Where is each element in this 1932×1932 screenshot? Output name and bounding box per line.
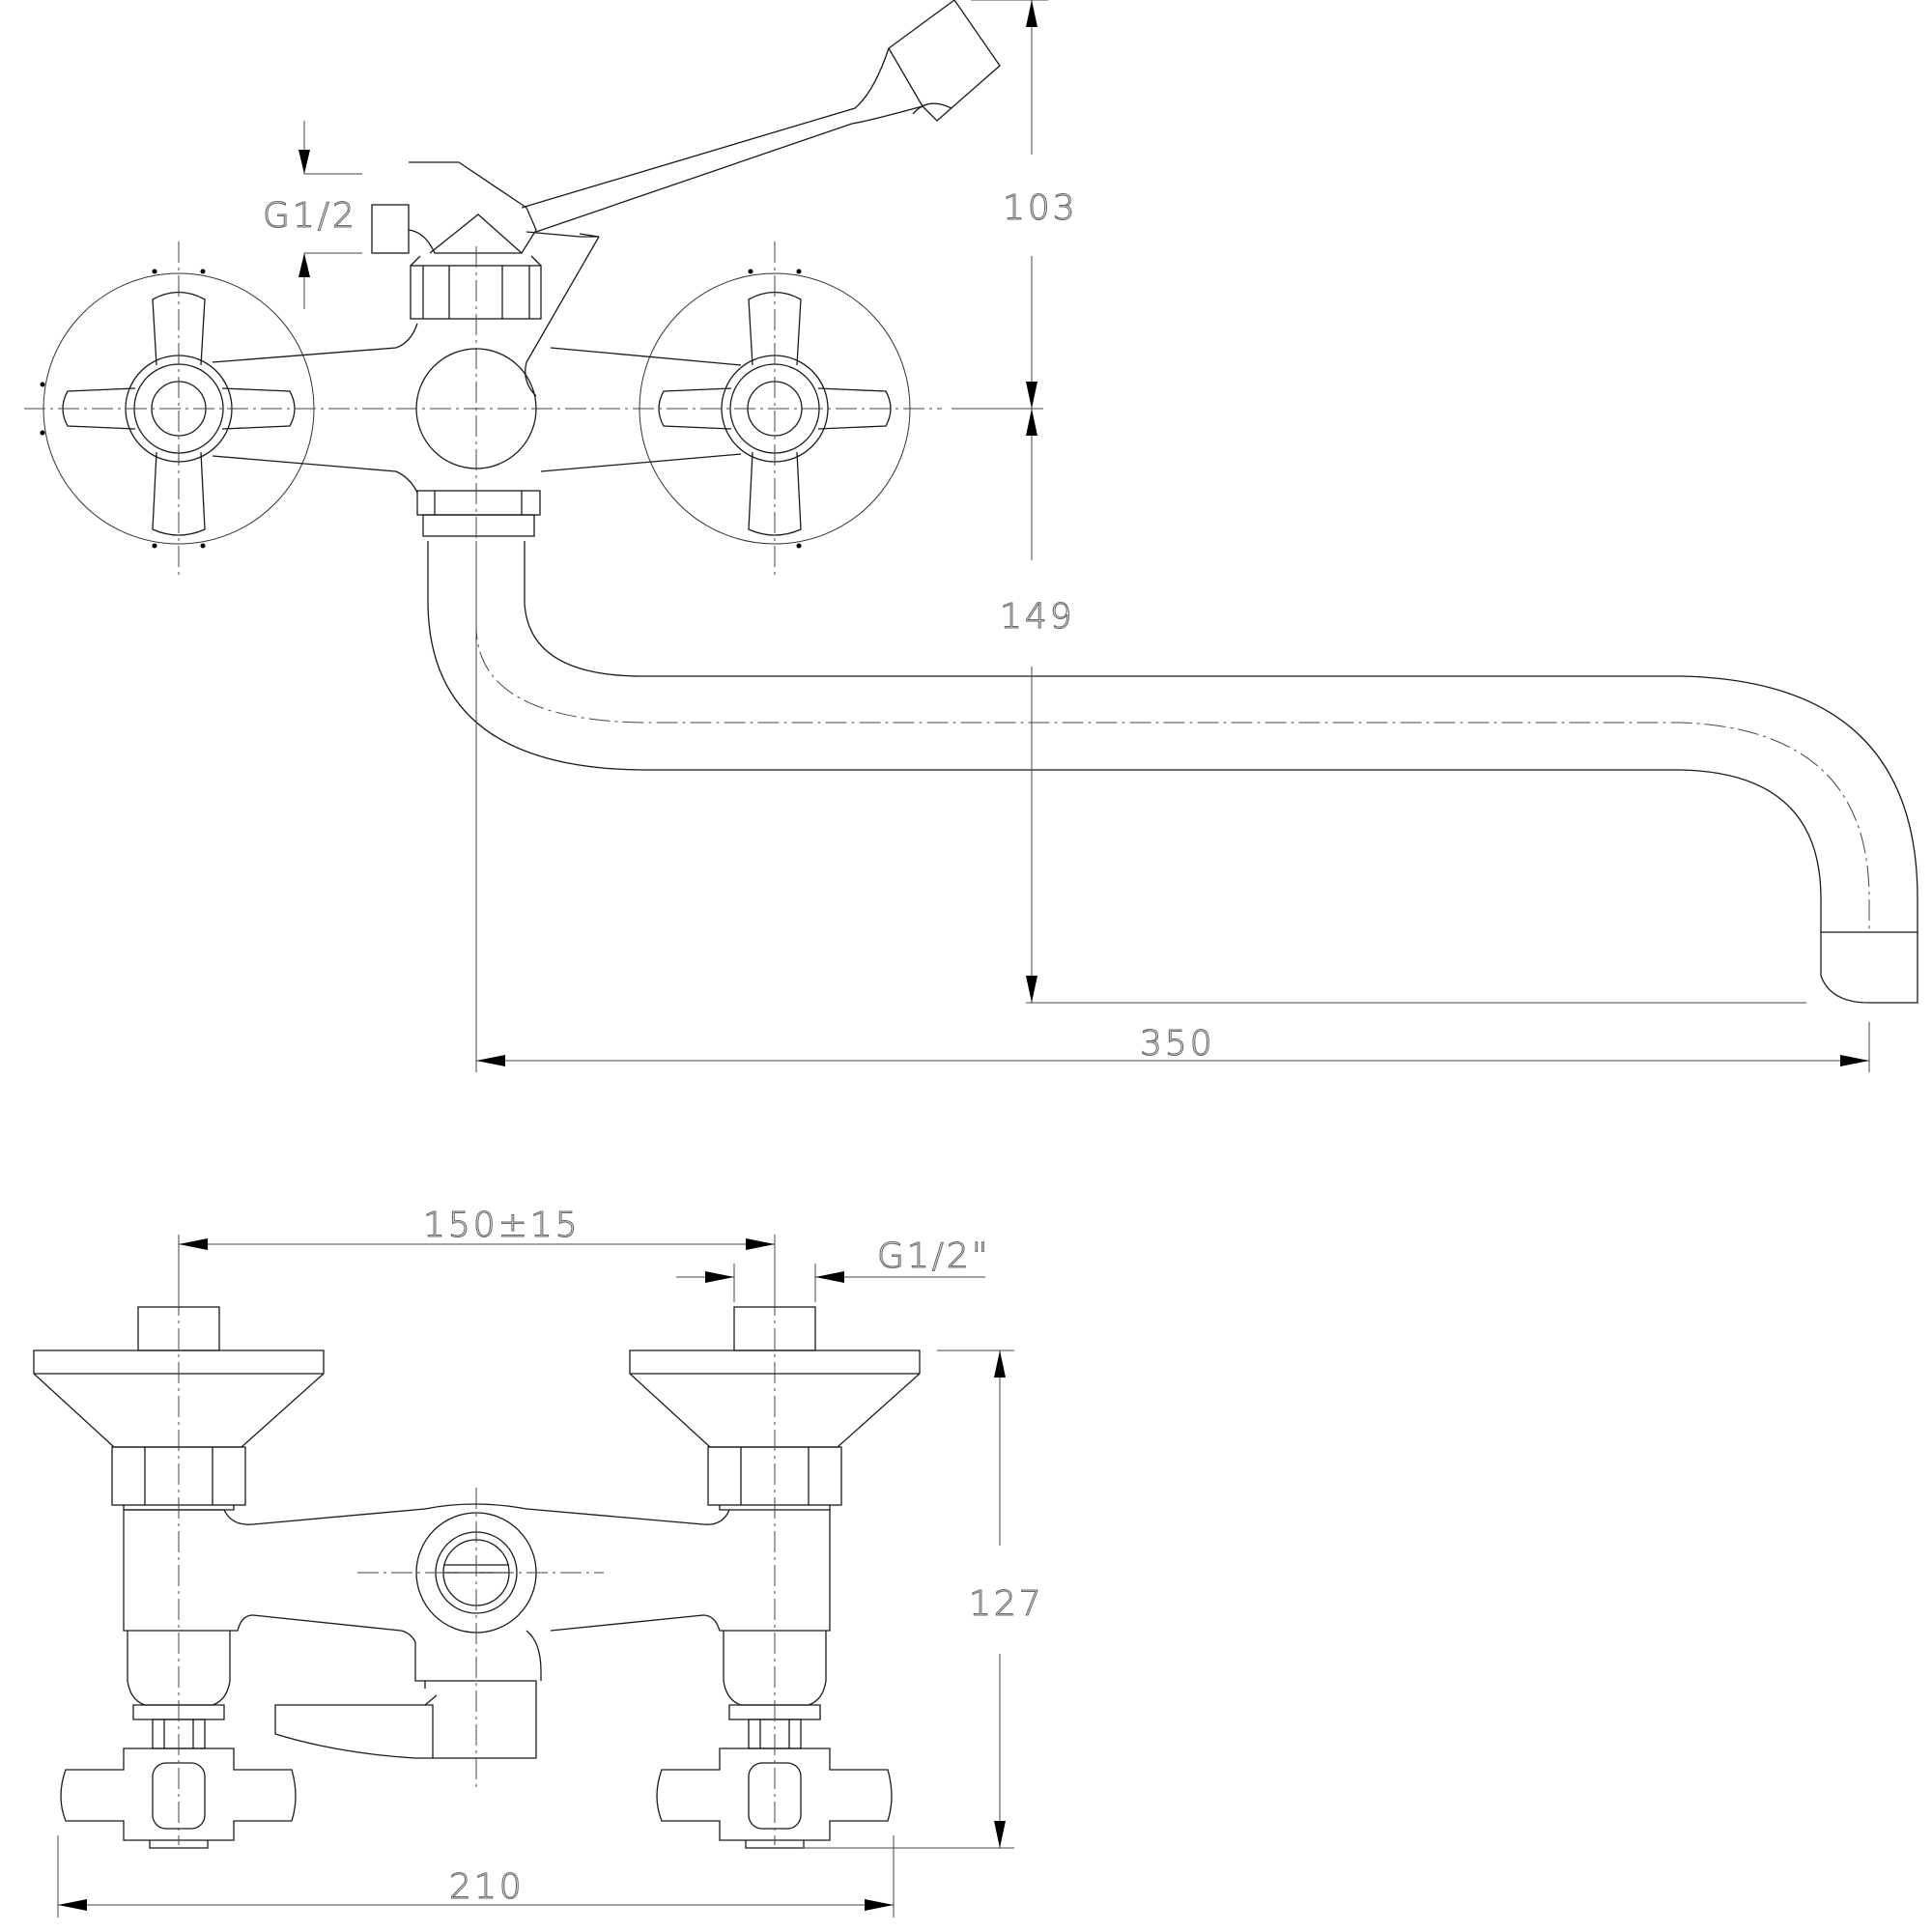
label-inlet-spacing: 150±15 <box>423 1206 581 1245</box>
front-view: G1/2 103 149 350 <box>24 0 1918 1072</box>
label-body-depth: 127 <box>969 1584 1044 1624</box>
dim-top-thread: G1/2 <box>262 121 362 309</box>
lower-nut <box>416 490 541 537</box>
plan-view: 150±15 G1/2" 127 210 <box>33 1205 1044 1918</box>
label-overall-width: 210 <box>449 1867 525 1907</box>
long-lever <box>521 0 1001 233</box>
label-spout-reach: 350 <box>1140 1024 1215 1064</box>
label-top-thread: G1/2 <box>263 196 357 236</box>
dim-inlet-thread: G1/2" <box>676 1236 990 1302</box>
dim-spout-reach: 350 <box>475 541 1870 1072</box>
dim-inlet-spacing: 150±15 <box>178 1205 776 1294</box>
front-centerlines <box>24 242 942 575</box>
plan-centerlines <box>178 1294 776 1845</box>
dim-body-depth: 127 <box>802 1350 1044 1849</box>
label-inlet-thread: G1/2" <box>877 1236 990 1276</box>
spout <box>427 541 1918 1004</box>
plan-lever <box>274 1630 542 1759</box>
right-inlet <box>629 1306 921 1511</box>
dim-overall-width: 210 <box>57 1835 895 1918</box>
label-lever-height: 103 <box>1003 188 1078 228</box>
dim-vertical-heights: 103 149 <box>952 0 1806 1004</box>
label-spout-height: 149 <box>1000 597 1075 637</box>
